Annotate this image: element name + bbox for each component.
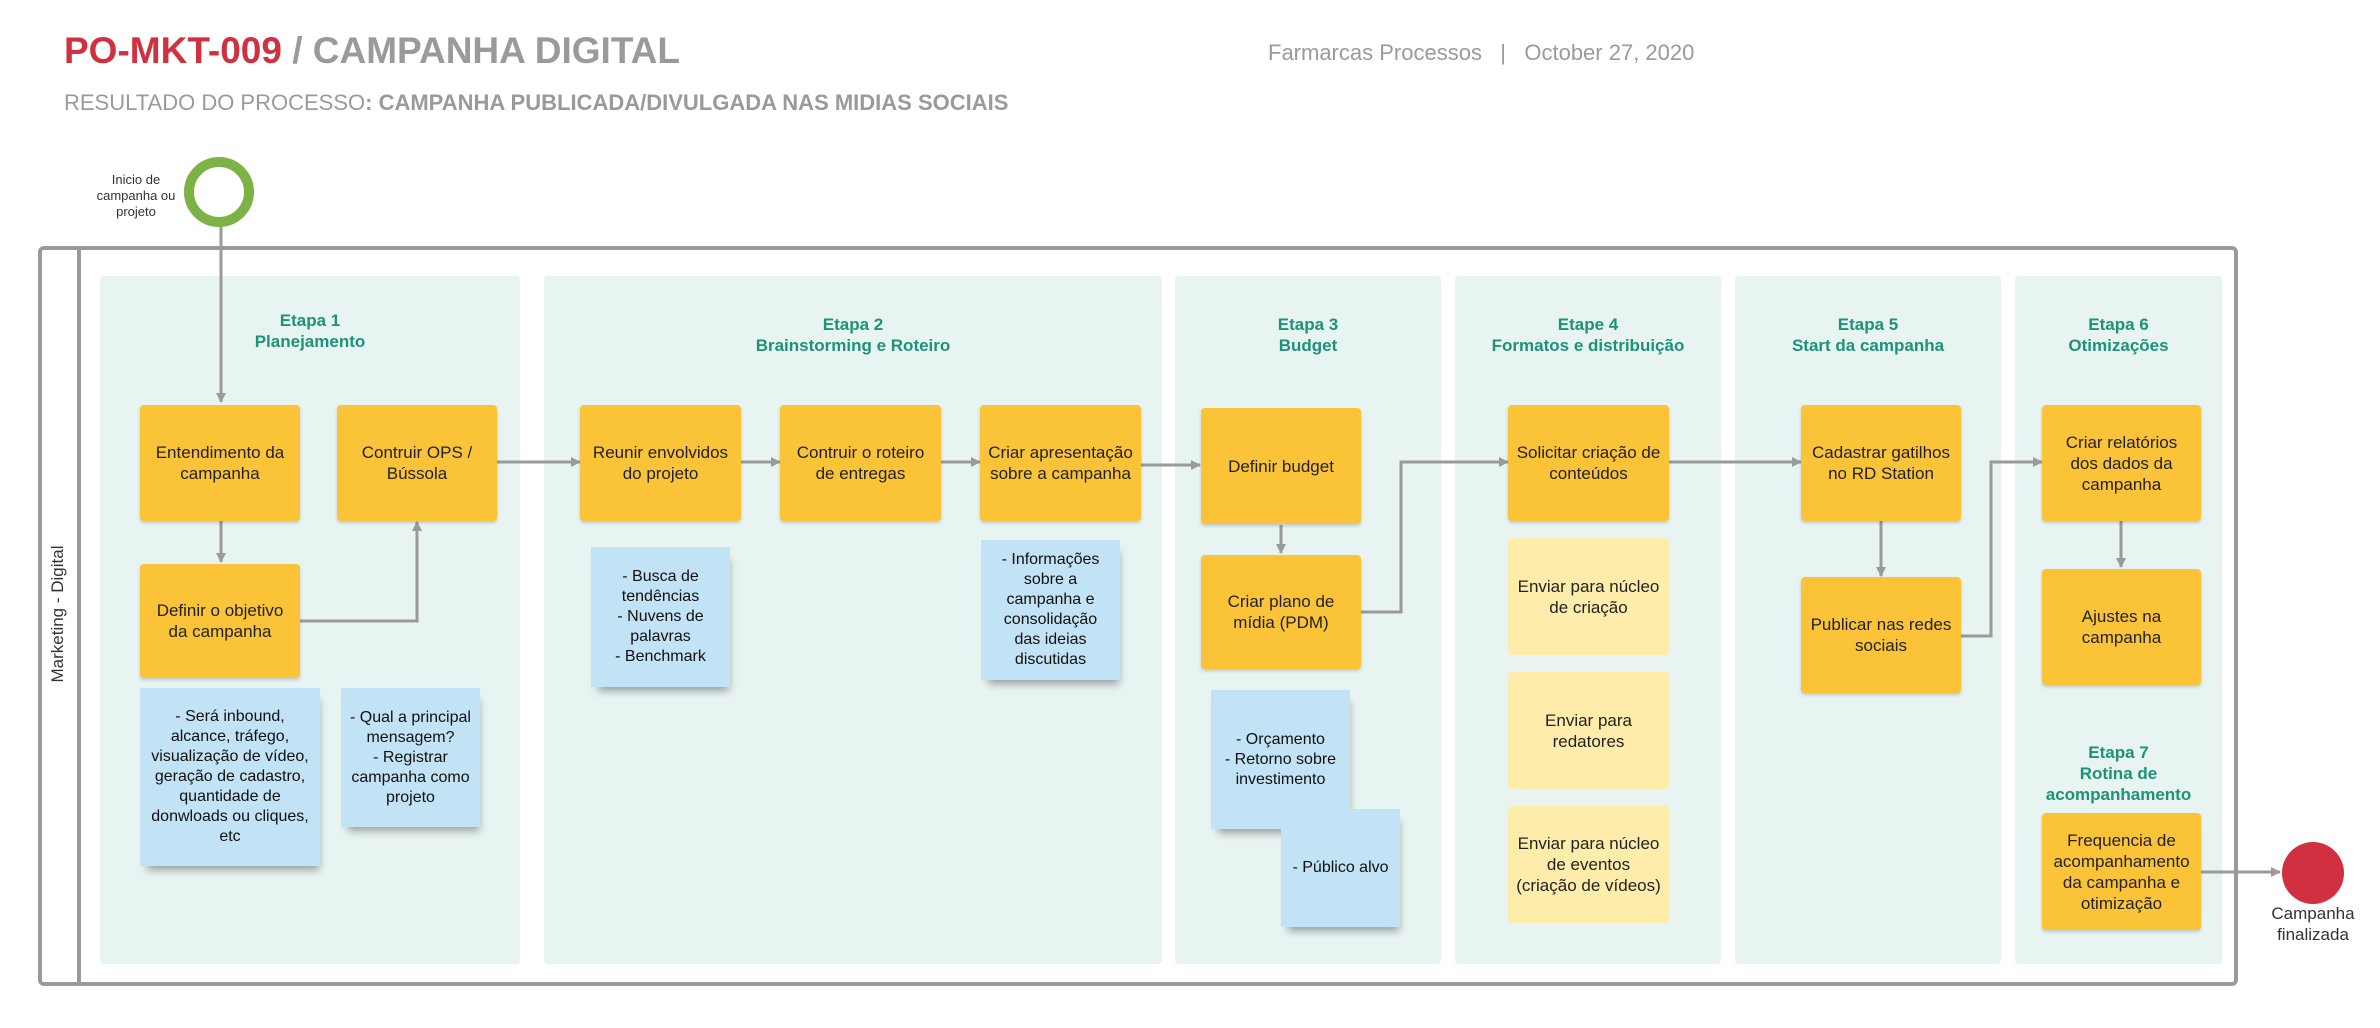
phase-1-title: Etapa 1 Planejamento <box>254 311 366 351</box>
note-orcamento: - Orçamento - Retorno sobre investimento <box>1211 690 1350 829</box>
end-event <box>2282 842 2344 904</box>
task-gatilhos-rd-station[interactable]: Cadastrar gatilhos no RD Station <box>1801 405 1961 521</box>
end-event-label: Campanha finalizada <box>2271 904 2355 944</box>
task-definir-budget[interactable]: Definir budget <box>1201 408 1361 524</box>
task-construir-ops[interactable]: Contruir OPS / Bússola <box>337 405 497 521</box>
task-nucleo-eventos[interactable]: Enviar para núcleo de eventos (criação d… <box>1508 806 1669 923</box>
task-entendimento[interactable]: Entendimento da campanha <box>140 405 300 521</box>
note-brainstorming: - Busca de tendências - Nuvens de palavr… <box>591 547 730 687</box>
task-ajustes-campanha[interactable]: Ajustes na campanha <box>2042 569 2201 685</box>
phase-7-title: Etapa 7 Rotina de acompanhamento <box>2045 743 2192 804</box>
lane-divider <box>77 249 81 983</box>
task-redatores[interactable]: Enviar para redatores <box>1508 672 1669 789</box>
task-roteiro-entregas[interactable]: Contruir o roteiro de entregas <box>780 405 941 521</box>
task-criar-apresentacao[interactable]: Criar apresentação sobre a campanha <box>980 405 1141 521</box>
meta-separator: | <box>1500 40 1507 65</box>
task-criar-relatorios[interactable]: Criar relatórios dos dados da campanha <box>2042 405 2201 521</box>
start-event-label: Inicio de campanha ou projeto <box>96 172 176 219</box>
task-definir-objetivo[interactable]: Definir o objetivo da campanha <box>140 564 300 678</box>
company-name: Farmarcas Processos <box>1268 40 1482 65</box>
note-apresentacao: - Informações sobre a campanha e consoli… <box>981 540 1120 680</box>
page-title: PO-MKT-009 / CAMPANHA DIGITAL <box>64 30 680 72</box>
task-publicar-redes[interactable]: Publicar nas redes sociais <box>1801 577 1961 693</box>
phase-6-title: Etapa 6 Otimizações <box>2068 315 2169 355</box>
phase-2-title: Etapa 2 Brainstorming e Roteiro <box>755 315 951 355</box>
task-solicitar-conteudos[interactable]: Solicitar criação de conteúdos <box>1508 405 1669 521</box>
task-frequencia-acompanhamento[interactable]: Frequencia de acompanhamento da campanha… <box>2042 813 2201 930</box>
process-title: CAMPANHA DIGITAL <box>312 30 680 71</box>
document-date: October 27, 2020 <box>1524 40 1695 65</box>
phase-4-title: Etape 4 Formatos e distribuição <box>1491 315 1685 355</box>
task-nucleo-criacao[interactable]: Enviar para núcleo de criação <box>1508 538 1669 655</box>
process-pool <box>38 246 2238 986</box>
flow-t3-to-t2 <box>300 521 422 623</box>
phase-3-title: Etapa 3 Budget <box>1277 315 1339 355</box>
note-publico-alvo: - Público alvo <box>1281 809 1400 927</box>
flow-t14-to-t15 <box>1961 457 2043 638</box>
flow-t8-to-t9 <box>1361 457 1509 614</box>
phase-5-title: Etapa 5 Start da campanha <box>1791 315 1945 355</box>
task-plano-midia[interactable]: Criar plano de mídia (PDM) <box>1201 555 1361 669</box>
start-event <box>184 157 254 227</box>
task-reunir-envolvidos[interactable]: Reunir envolvidos do projeto <box>580 405 741 521</box>
header-meta: Farmarcas Processos | October 27, 2020 <box>1268 40 1694 66</box>
result-value: : CAMPANHA PUBLICADA/DIVULGADA NAS MIDIA… <box>365 90 1009 115</box>
result-prefix: RESULTADO DO PROCESSO <box>64 90 366 115</box>
process-result: RESULTADO DO PROCESSO: CAMPANHA PUBLICAD… <box>64 90 1008 116</box>
title-separator: / <box>281 30 313 71</box>
process-code: PO-MKT-009 <box>64 30 282 71</box>
note-mensagem: - Qual a principal mensagem? - Registrar… <box>341 688 480 827</box>
note-objetivo: - Será inbound, alcance, tráfego, visual… <box>140 688 320 866</box>
